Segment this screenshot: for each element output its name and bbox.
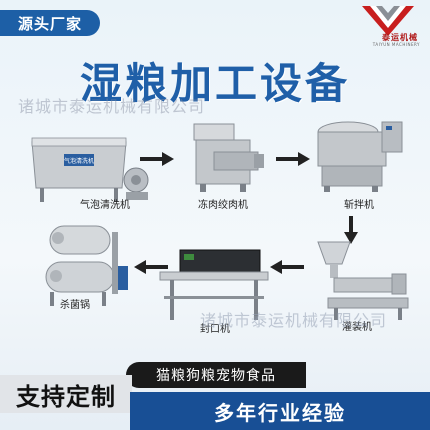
filling-machine-image [317, 241, 409, 320]
pet-food-pill: 猫粮狗粮宠物食品 [126, 362, 306, 388]
machine-label-chopper: 斩拌机 [344, 200, 374, 211]
machine-label-sealer: 封口机 [200, 324, 230, 335]
arrow-right-icon [276, 152, 310, 166]
arrow-left-icon [134, 260, 168, 274]
meat-grinder-image [193, 123, 264, 192]
sterilizer-image [45, 225, 128, 306]
machine-label-grinder: 冻肉绞肉机 [198, 200, 248, 211]
logo-subtitle: TAIYUN MACHINERY [372, 42, 420, 47]
source-factory-tag: 源头厂家 [0, 10, 100, 36]
watermark-top: 诸城市泰运机械有限公司 [18, 97, 206, 116]
sealing-machine-image [159, 249, 269, 320]
process-flow: 气泡清洗机 气泡清洗机 冻肉绞肉机 斩拌机 灌装机 [0, 118, 430, 348]
arrow-left-icon [270, 260, 304, 274]
machine-label-washer: 气泡清洗机 [80, 200, 130, 211]
arrow-right-icon [140, 152, 174, 166]
washer-plate: 气泡清洗机 [64, 158, 95, 165]
machine-label-sterilizer: 杀菌锅 [60, 300, 90, 311]
arrow-down-icon [344, 216, 358, 244]
watermark-bottom: 诸城市泰运机械有限公司 [200, 311, 388, 330]
custom-support-badge: 支持定制 [0, 375, 132, 413]
logo-name: 泰运机械 [382, 33, 418, 42]
company-logo-icon [362, 6, 414, 36]
experience-banner: 多年行业经验 [130, 392, 430, 430]
machine-label-filler: 灌装机 [342, 322, 372, 333]
page-title: 湿粮加工设备 [79, 59, 350, 108]
bowl-chopper-image [317, 121, 403, 192]
bubble-washer-image [31, 137, 149, 202]
